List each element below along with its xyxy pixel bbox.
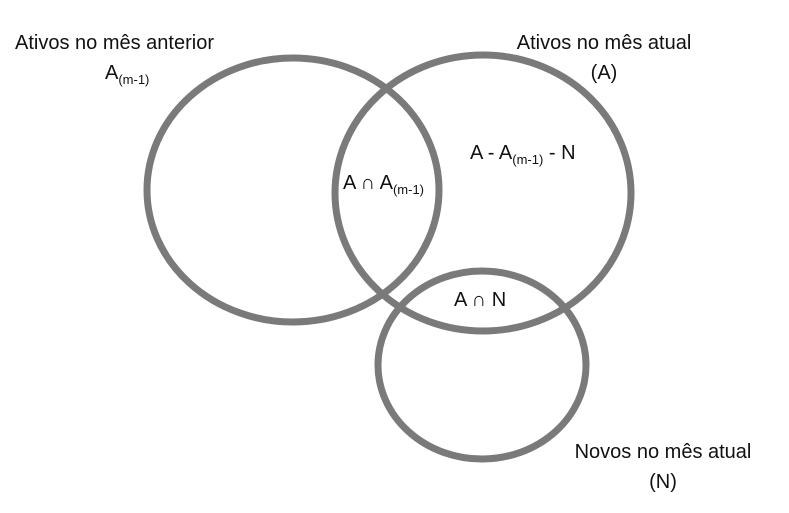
set-new-circle bbox=[374, 267, 590, 463]
label-current-month-title: Ativos no mês atual bbox=[516, 32, 692, 54]
region-intersection-new: A ∩ N bbox=[454, 289, 507, 311]
label-previous-month-symbol: A(m-1) bbox=[105, 60, 149, 88]
set-previous-month-circle bbox=[143, 54, 443, 326]
label-new-symbol: (N) bbox=[649, 471, 677, 493]
symbol-base: A bbox=[105, 62, 119, 84]
region-subscript: (m-1) bbox=[512, 152, 544, 167]
region-suffix: - N bbox=[543, 142, 576, 164]
region-intersection-previous: A ∩ A(m-1) bbox=[343, 170, 424, 198]
label-previous-month-title: Ativos no mês anterior bbox=[15, 32, 214, 54]
region-subscript: (m-1) bbox=[392, 182, 425, 197]
region-text: A ∩ A bbox=[343, 172, 393, 194]
region-text: A - A bbox=[470, 142, 513, 164]
label-new-title: Novos no mês atual bbox=[574, 441, 752, 463]
symbol-subscript: (m-1) bbox=[118, 72, 150, 87]
region-current-only: A - A(m-1) - N bbox=[470, 140, 576, 168]
set-current-month-circle bbox=[331, 51, 635, 335]
label-current-month-symbol: (A) bbox=[590, 62, 618, 84]
